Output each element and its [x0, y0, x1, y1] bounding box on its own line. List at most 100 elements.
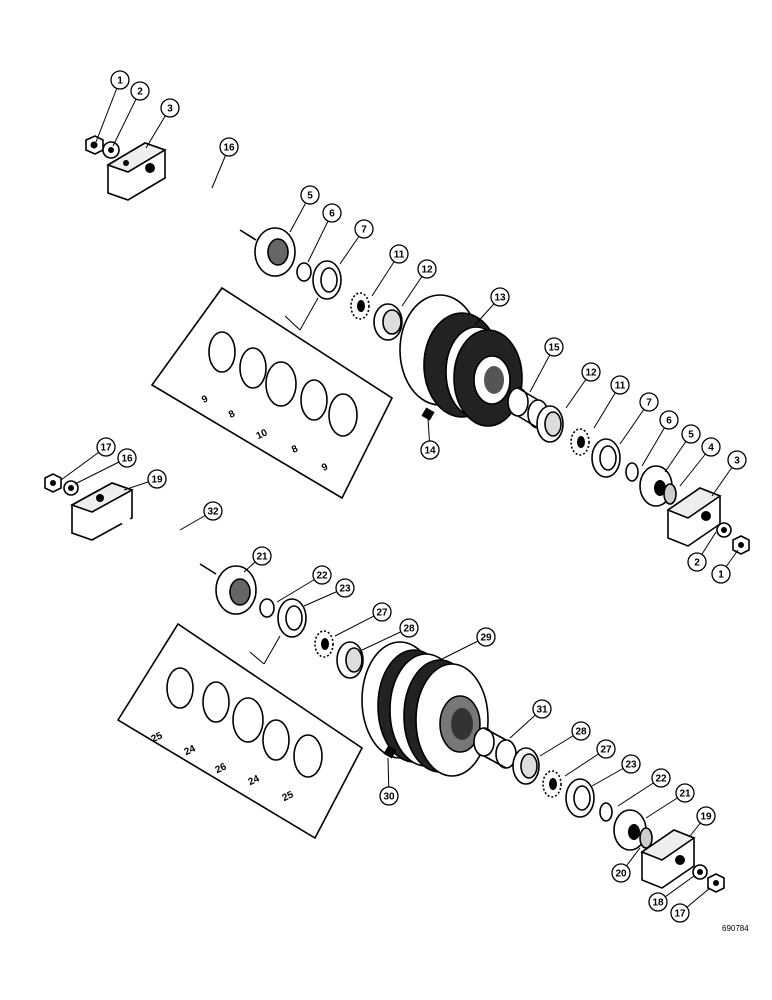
bearing-cone-part-27-lower-left: [314, 630, 334, 658]
callout-number: 19: [151, 475, 163, 486]
upper-seal-kit-label-10-2: 10: [255, 427, 270, 442]
lower-callout-23-6: 23: [303, 578, 355, 607]
callouts: 1231656711121315121176543211417161932212…: [60, 70, 747, 923]
callout-number: 15: [548, 343, 560, 354]
upper-callout-11-12: 11: [593, 375, 630, 429]
callout-number: 32: [207, 507, 219, 518]
upper-callout-16-3: 16: [211, 137, 239, 189]
plug-part-14: [421, 407, 435, 421]
ring-part-20: [639, 827, 653, 849]
upper-assembly: [85, 135, 750, 555]
callout-number: 5: [688, 430, 694, 441]
lower-callout-29-9: 29: [439, 627, 496, 661]
mounting-block-part-19-lower-right: [640, 829, 696, 889]
seal-kit-box-upper: [150, 286, 394, 500]
lower-callout-23-13: 23: [591, 754, 641, 787]
o-ring-part-22-lower-left: [259, 598, 275, 618]
callout-number: 27: [600, 745, 612, 756]
upper-callout-3-17: 3: [711, 450, 747, 497]
plug-part-30: [383, 745, 397, 759]
callout-number: 6: [329, 209, 335, 220]
bearing-cup-part-12-upper-right: [536, 405, 564, 443]
callout-number: 13: [494, 293, 506, 304]
callout-number: 23: [339, 584, 351, 595]
upper-callout-12-8: 12: [401, 259, 437, 307]
callout-number: 21: [679, 789, 691, 800]
bearing-cup-part-28-lower-left: [336, 641, 364, 679]
bearing-cup-part-12-upper-left: [373, 303, 403, 341]
callout-number: 7: [361, 225, 367, 236]
upper-callout-15-10: 15: [529, 337, 564, 393]
collar-part-21-lower-right: [613, 809, 647, 851]
upper-callout-2-18: 2: [687, 531, 717, 572]
lower-callout-31-10: 31: [509, 699, 552, 739]
upper-callout-6-14: 6: [641, 410, 679, 467]
callout-number: 28: [575, 727, 587, 738]
o-ring-part-6-upper-left: [296, 262, 312, 282]
callout-number: 16: [223, 143, 235, 154]
washer-part-16-lower-left: [63, 480, 79, 496]
bearing-cup-part-28-lower-right: [512, 747, 540, 785]
callout-number: 28: [403, 624, 415, 635]
upper-callout-6-5: 6: [307, 203, 342, 263]
bearing-cone-part-11-upper-left: [350, 292, 370, 320]
lower-assembly: [44, 473, 725, 893]
callout-number: 5: [307, 191, 313, 202]
lower-callout-30-20: 30: [379, 757, 399, 806]
upper-callout-1-0: 1: [95, 70, 130, 143]
upper-callout-3-2: 3: [145, 98, 180, 149]
upper-seal-kit-label-8-1: 8: [227, 408, 237, 421]
bearing-cone-part-27-lower-right: [542, 770, 562, 798]
lower-callout-27-7: 27: [334, 602, 392, 637]
callout-number: 17: [100, 443, 112, 454]
upper-callout-2-1: 2: [112, 81, 150, 147]
seal-assembly-part-7-upper-left: [312, 260, 342, 300]
callout-number: 17: [674, 909, 686, 920]
washer-part-2-upper-right: [716, 522, 732, 538]
lower-callout-18-18: 18: [648, 875, 695, 912]
nut-part-1-upper-right: [732, 535, 750, 555]
o-ring-part-6-upper-right: [625, 462, 639, 482]
track-roller-part-29-lower: [361, 641, 489, 777]
callout-number: 3: [167, 104, 173, 115]
upper-seal-kit-label-9-0: 9: [200, 393, 210, 406]
seal-assembly-part-7-upper-right: [591, 438, 621, 478]
callout-number: 1: [117, 76, 123, 87]
lower-seal-kit-label-24-1: 24: [183, 743, 198, 758]
sleeve-part-31-lower: [473, 727, 517, 769]
callout-number: 7: [646, 398, 652, 409]
lower-callout-28-11: 28: [539, 721, 591, 757]
lower-callout-22-14: 22: [617, 768, 671, 807]
o-ring-part-22-lower-right: [599, 802, 613, 822]
callout-number: 14: [424, 446, 436, 457]
upper-callout-12-11: 12: [565, 362, 601, 409]
callout-number: 3: [734, 456, 740, 467]
lower-seal-kit-label-24-3: 24: [247, 773, 262, 788]
upper-seal-kit-label-8-3: 8: [290, 443, 300, 456]
ring-part-4: [663, 483, 677, 505]
lower-callout-32-3: 32: [179, 501, 223, 531]
lower-callout-17-19: 17: [670, 887, 711, 923]
shaft-part-16-upper: [158, 184, 257, 241]
drawing-number: 690784: [722, 924, 749, 933]
callout-number: 4: [708, 443, 714, 454]
callout-number: 1: [718, 570, 724, 581]
seal-kit-box-lower: [116, 622, 364, 840]
callout-number: 23: [625, 760, 637, 771]
callout-number: 20: [615, 869, 627, 880]
lower-callout-21-4: 21: [243, 546, 272, 573]
nut-part-17-lower-left: [44, 473, 62, 493]
callout-number: 30: [383, 792, 395, 803]
upper-callout-4-16: 4: [679, 437, 721, 487]
callout-number: 2: [137, 87, 143, 98]
lower-seal-kit-label-25-0: 25: [150, 730, 165, 745]
upper-callout-7-6: 7: [339, 219, 374, 265]
callout-number: 12: [585, 368, 597, 379]
callout-number: 27: [376, 608, 388, 619]
callout-number: 11: [394, 250, 405, 261]
upper-callout-13-9: 13: [474, 287, 510, 326]
lower-seal-kit-label-26-2: 26: [214, 761, 229, 776]
callout-number: 12: [421, 265, 433, 276]
